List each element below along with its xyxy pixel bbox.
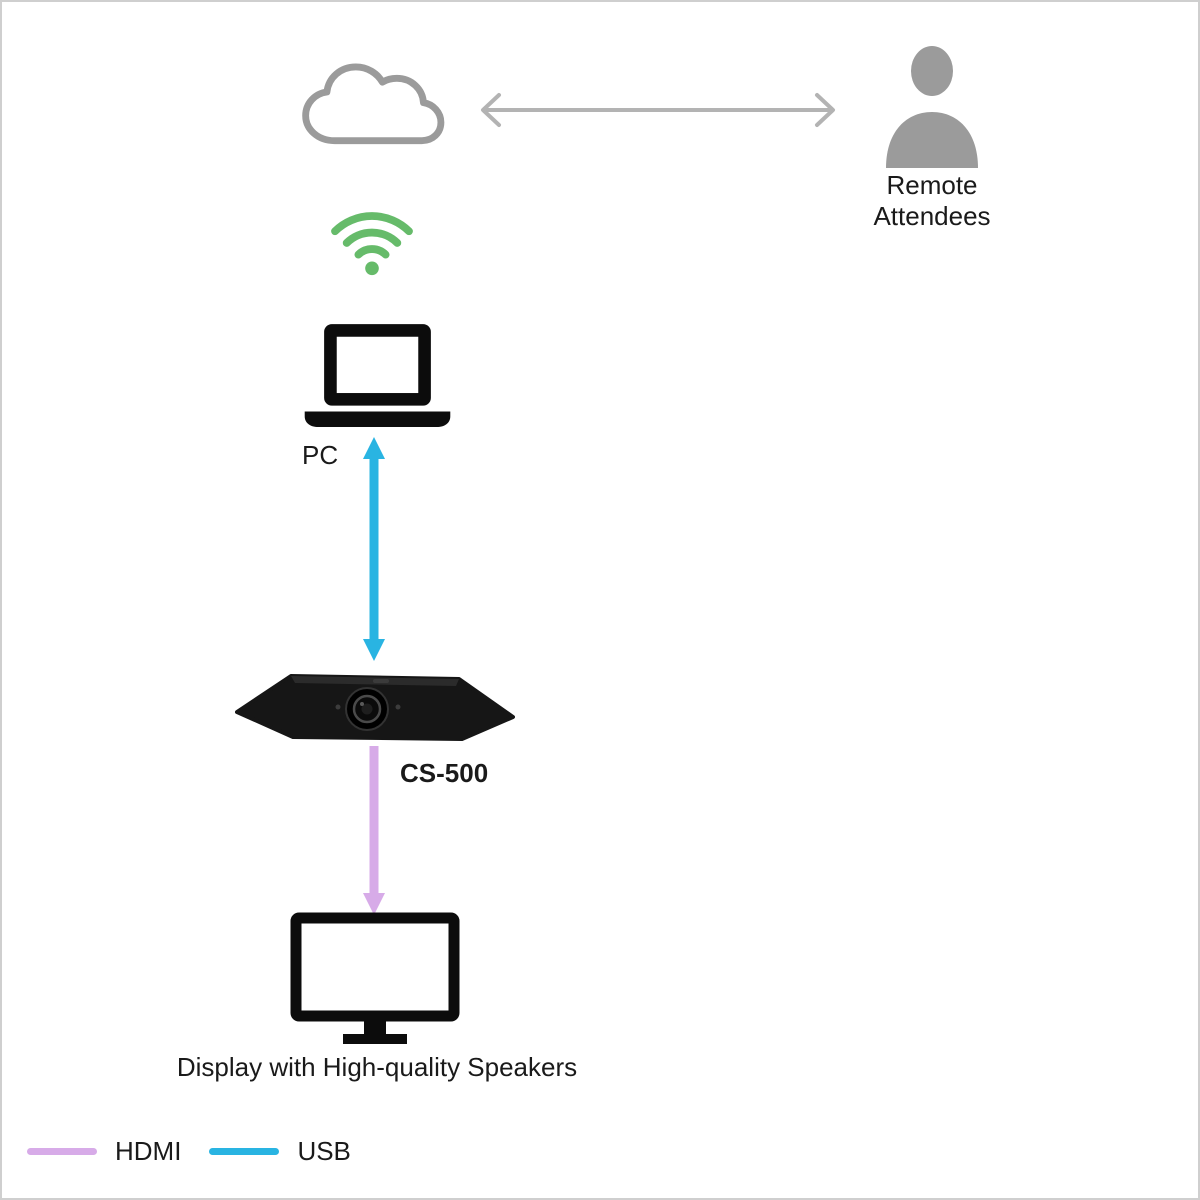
person-icon [886, 46, 978, 168]
remote-attendees-line1: Remote [886, 170, 978, 200]
legend-usb-label: USB [297, 1136, 351, 1166]
pc-label: PC [302, 440, 339, 470]
usb-arrow-icon [363, 437, 385, 661]
cs500-device-icon [235, 674, 515, 741]
display-label: Display with High-quality Speakers [176, 1052, 578, 1082]
laptop-icon [304, 324, 451, 428]
legend: HDMI USB [27, 1136, 351, 1167]
wifi-icon [331, 212, 413, 276]
hdmi-arrow-icon [363, 746, 385, 915]
hdmi-line-swatch [27, 1148, 97, 1155]
bidirectional-arrow-icon [481, 93, 835, 127]
usb-line-swatch [209, 1148, 280, 1155]
remote-attendees-line2: Attendees [873, 201, 991, 231]
monitor-icon [290, 912, 460, 1044]
cs500-label: CS-500 [400, 758, 489, 788]
legend-hdmi-label: HDMI [115, 1136, 182, 1166]
cloud-icon [302, 63, 445, 145]
remote-attendees-label: Remote Attendees [832, 170, 1032, 232]
